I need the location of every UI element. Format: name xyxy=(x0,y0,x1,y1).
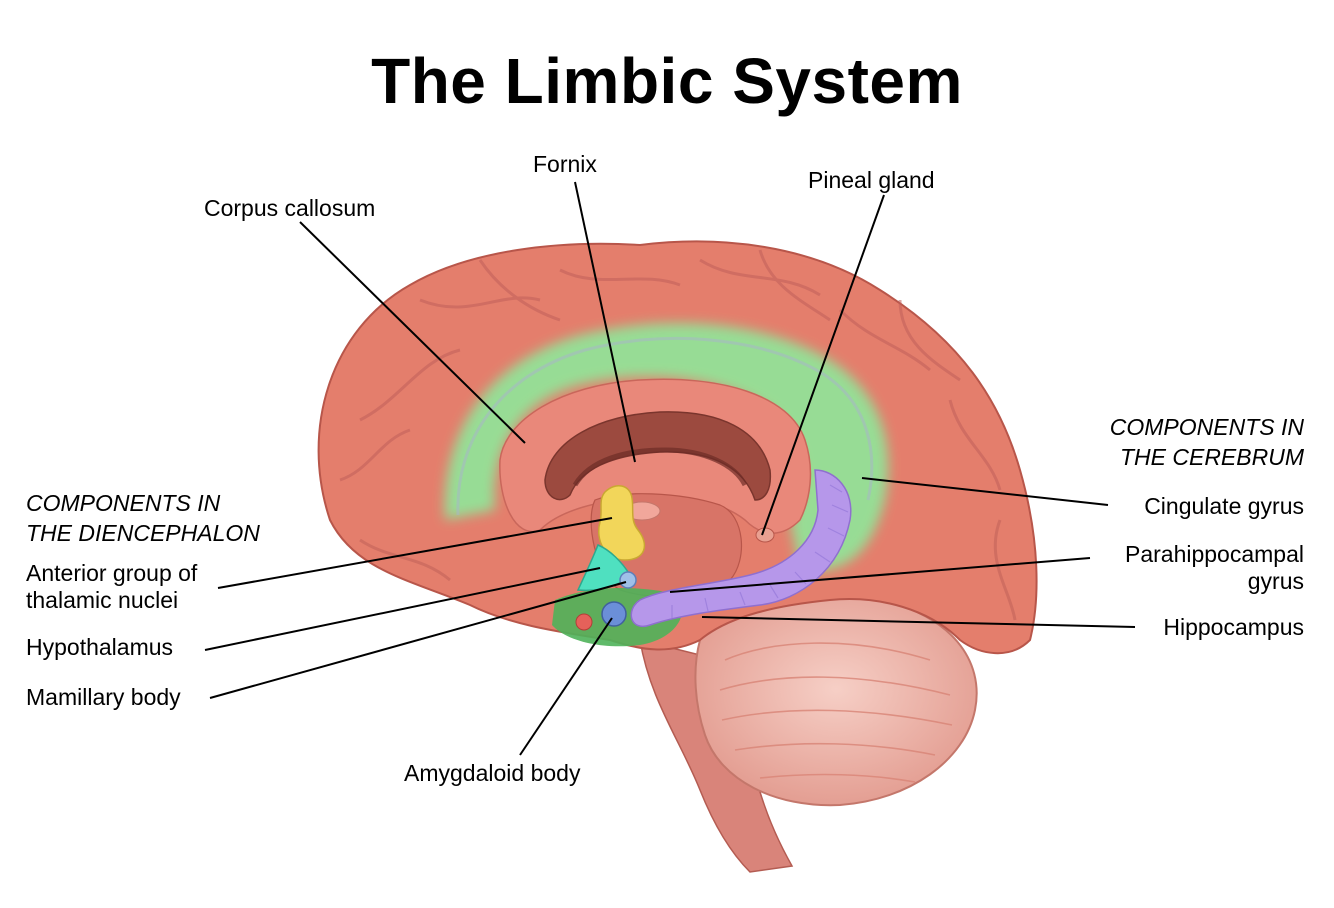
optic-structure xyxy=(575,613,593,631)
corpus-callosum xyxy=(499,378,812,534)
leader-lines xyxy=(204,181,1136,756)
label-hippocampus: Hippocampus xyxy=(1163,614,1304,640)
label-hypothalamus: Hypothalamus xyxy=(26,634,173,660)
label-anterior-thalamic-line2: thalamic nuclei xyxy=(26,587,178,613)
label-mamillary-body: Mamillary body xyxy=(26,684,181,710)
leader-parahippocampal-gyrus xyxy=(669,557,1091,593)
leader-hypothalamus xyxy=(204,567,601,651)
leader-amygdaloid-body xyxy=(519,617,613,756)
cerebellum xyxy=(694,593,978,807)
leader-hippocampus xyxy=(701,616,1136,628)
cerebellum-folia xyxy=(719,642,953,783)
leader-fornix xyxy=(574,181,636,463)
leader-pineal-gland xyxy=(761,194,885,536)
label-amygdaloid-body: Amygdaloid body xyxy=(404,760,581,786)
cingulate-gyrus xyxy=(444,323,889,571)
page-title: The Limbic System xyxy=(371,45,963,117)
label-fornix: Fornix xyxy=(533,151,597,177)
label-parahippocampal-line1: Parahippocampal xyxy=(1125,541,1304,567)
mamillary-body xyxy=(619,571,637,589)
leader-anterior-thalamic xyxy=(217,517,613,589)
label-anterior-thalamic-line1: Anterior group of xyxy=(26,560,198,586)
cerebrum-gyri xyxy=(339,249,1017,621)
amygdaloid-body xyxy=(601,601,627,627)
label-parahippocampal-line2: gyrus xyxy=(1248,568,1304,594)
group-cerebrum-line2: THE CEREBRUM xyxy=(1120,444,1305,470)
label-corpus-callosum: Corpus callosum xyxy=(204,195,375,221)
hippocampus xyxy=(630,469,852,628)
labels: Corpus callosum Fornix Pineal gland Cing… xyxy=(26,151,1305,786)
leader-cingulate-gyrus xyxy=(861,477,1109,506)
label-cingulate-gyrus: Cingulate gyrus xyxy=(1144,493,1304,519)
group-cerebrum-line1: COMPONENTS IN xyxy=(1110,414,1305,440)
group-diencephalon-line1: COMPONENTS IN xyxy=(26,490,221,516)
fornix-inner xyxy=(572,447,748,487)
leader-corpus-callosum xyxy=(299,221,526,444)
leader-mamillary-body xyxy=(209,581,627,699)
pineal-gland xyxy=(755,527,775,543)
cingulate-rim xyxy=(456,336,874,516)
label-pineal-gland: Pineal gland xyxy=(808,167,935,193)
group-diencephalon-line2: THE DIENCEPHALON xyxy=(26,520,260,546)
